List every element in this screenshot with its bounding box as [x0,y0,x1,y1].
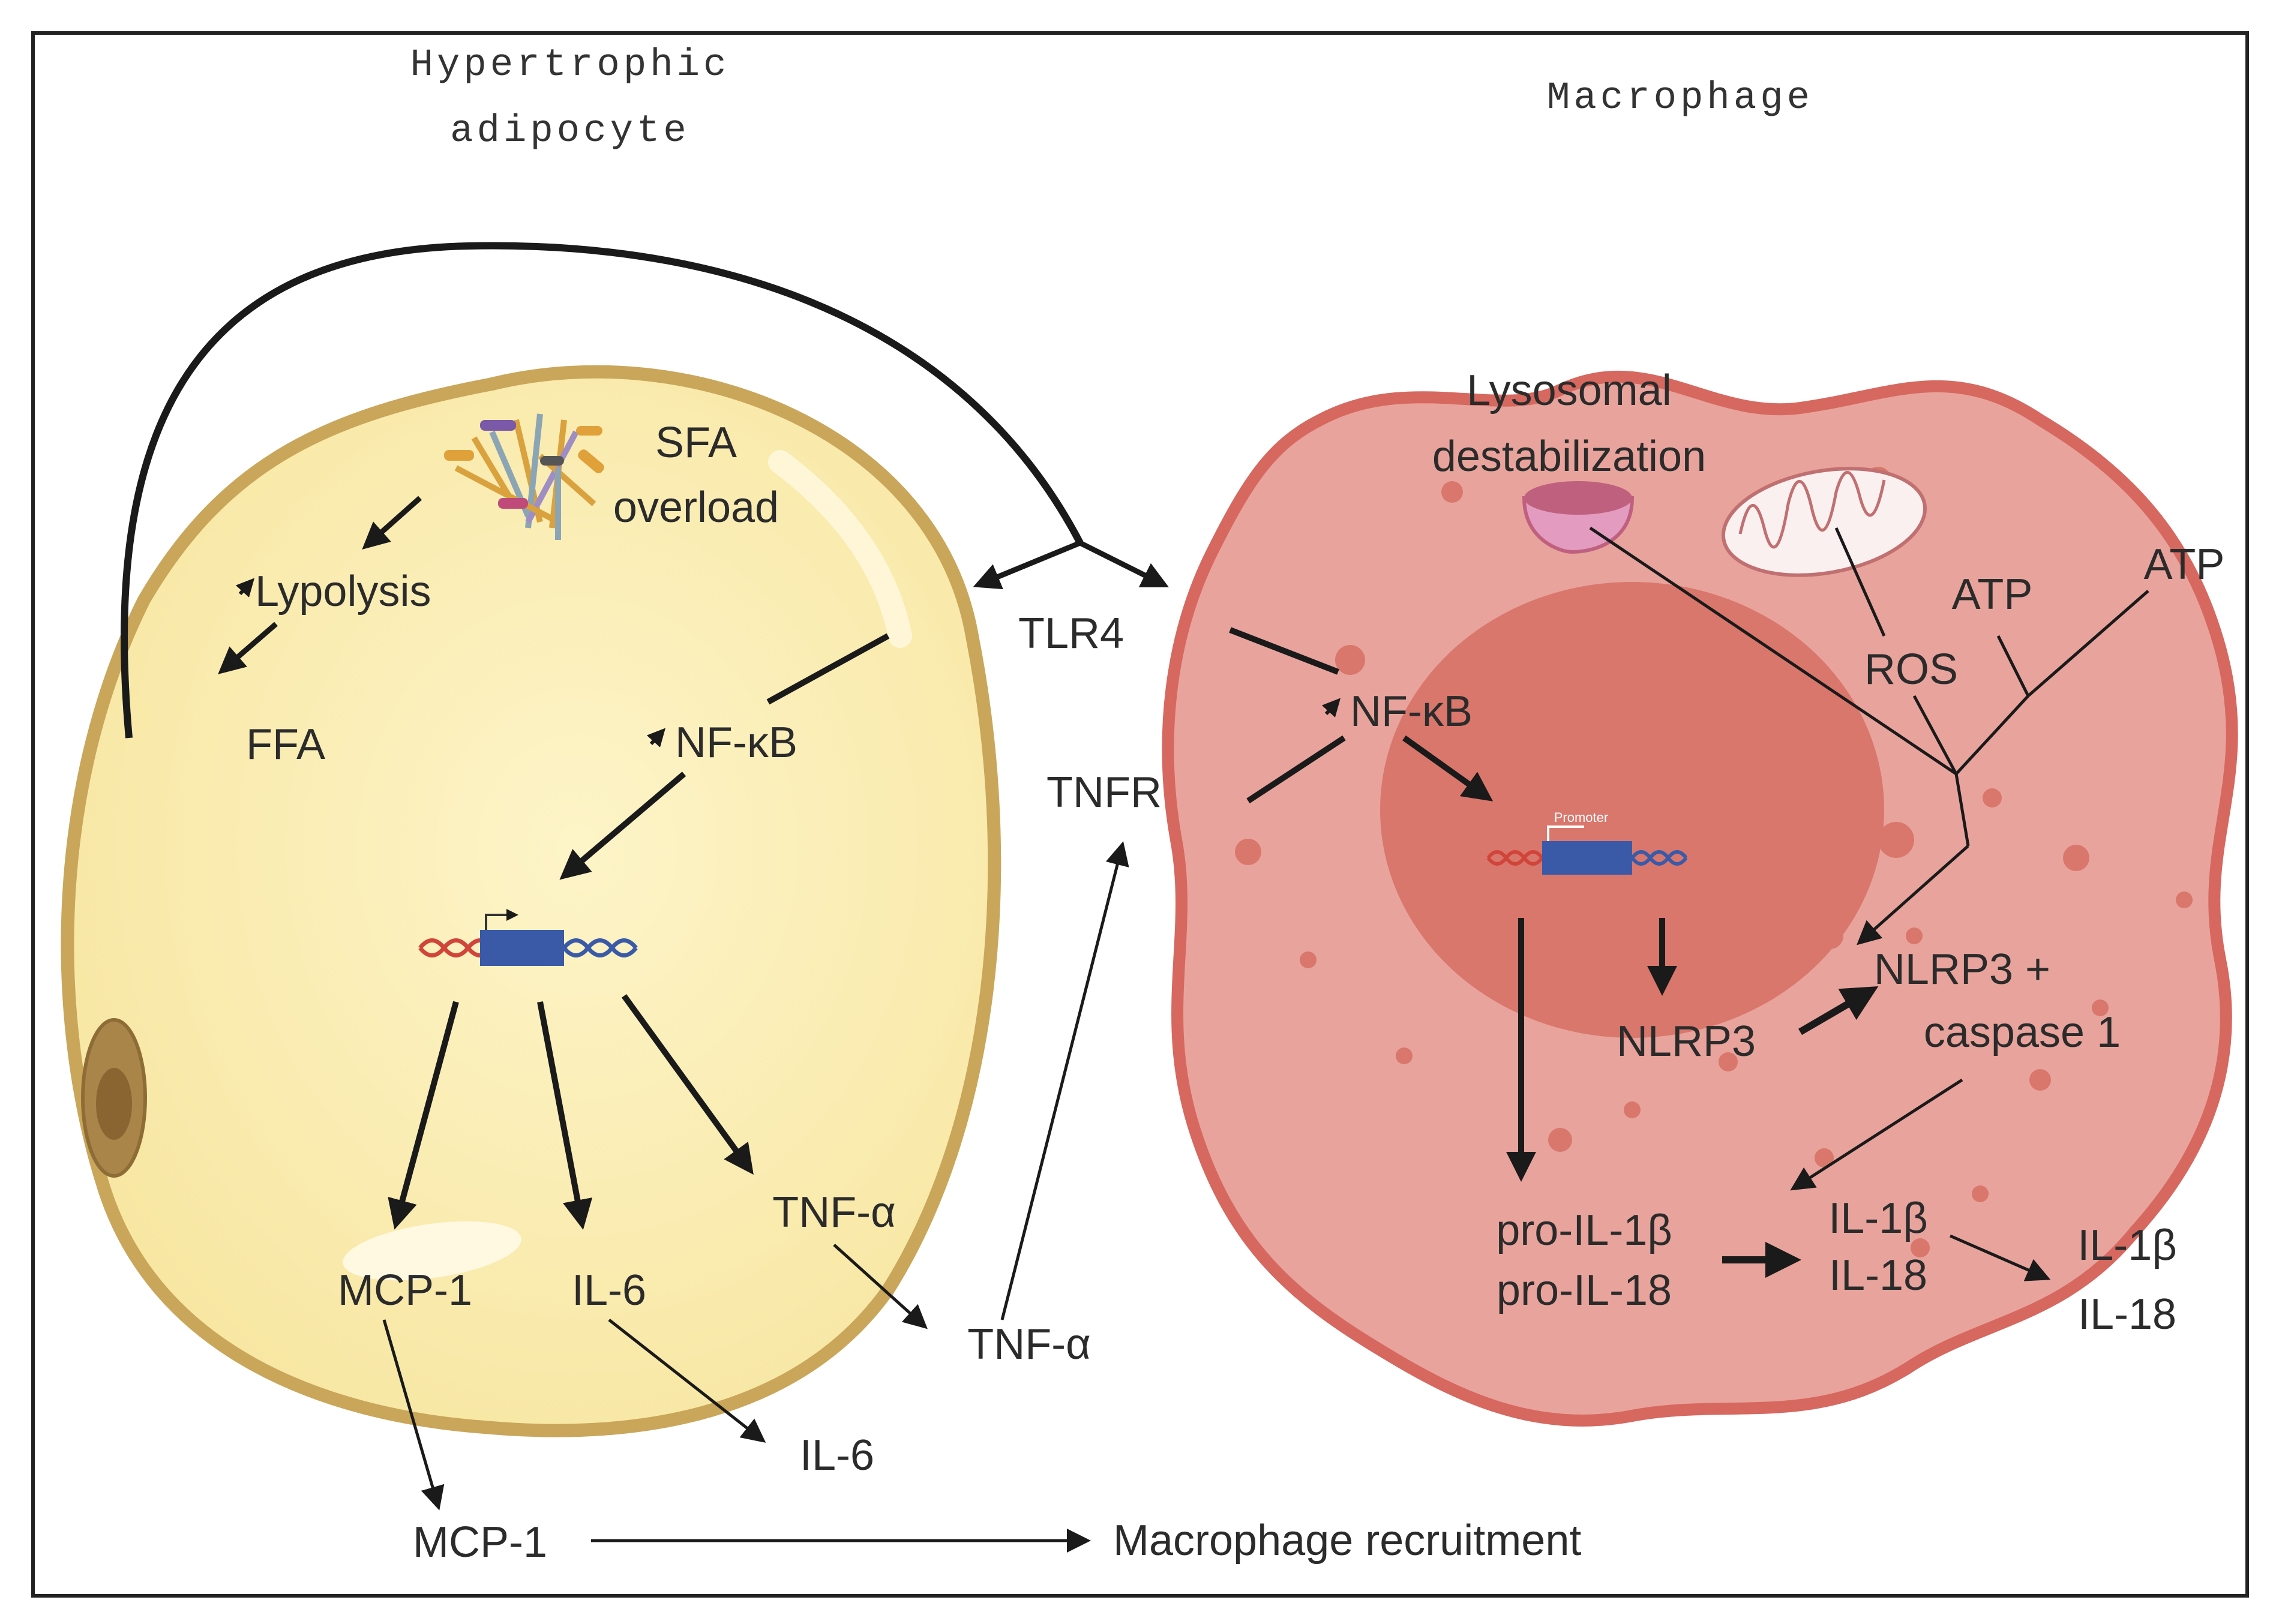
tlr4-label: TLR4 [1018,610,1124,658]
destabilization-label: destabilization [1432,433,1706,481]
dna-icon [418,909,638,966]
lypolysis-label: Lypolysis [255,568,431,616]
overload-label: overload [613,484,779,532]
figure-frame [31,31,2249,1598]
adipocyte-title-2: adipocyte [450,110,690,153]
arrow-to-tlr4-right [1078,540,1170,588]
tnfr-label: TNFR [1046,769,1162,816]
arrow-il-secretion [1949,1234,2051,1281]
adipocyte-nucleolus [96,1068,132,1140]
arrow-lypolysis-to-ffa [218,622,278,674]
saturated-fatty-acid-icon [444,413,604,540]
arc-ffa-to-tlr4 [121,242,1084,739]
arrow-mcp1-secretion [382,1319,445,1511]
pro-il1b-label: pro-IL-1β [1496,1206,1672,1254]
lysosome-icon [1522,481,1635,554]
pro-il18-label: pro-IL-18 [1497,1266,1672,1314]
tnfr-macrophage-receptor [1246,735,1346,804]
arrow-signals-to-complex [1857,845,1969,945]
arrow-complex-to-il [1790,1078,1963,1191]
ffa-label: FFA [246,721,325,769]
arrow-nlrp3-to-complex [1798,986,1879,1035]
arrow-to-tlr4-left [973,540,1081,590]
arrow-nfkb-to-dna [559,772,686,880]
complex-label-2: caspase 1 [1924,1008,2121,1056]
il18-inner-label: IL-18 [1829,1251,1927,1299]
increase-icon-2 [646,728,666,748]
increase-icon [235,578,255,598]
arrow-nfkb-to-macrophage-dna [1402,735,1494,802]
arrow-dna-to-il6 [537,1001,593,1230]
recruitment-label: Macrophage recruitment [1113,1517,1581,1565]
arrow-tnfa-to-tnfr [1000,841,1129,1320]
increase-icon-3 [1321,698,1341,718]
dna-icon-2 [1486,825,1688,875]
nlrp3-label: NLRP3 [1617,1017,1756,1065]
macrophage-nucleus [1380,582,1884,1038]
arrow-dna-to-mcp1 [388,1001,459,1230]
ros-label: ROS [1864,646,1958,694]
lysosomal-label: Lysosomal [1467,367,1671,415]
arrow-sfa-to-lypolysis [362,496,422,550]
tlr4-adipocyte-receptor [766,633,890,705]
activation-signals [1589,526,2149,846]
il1b-inner-label: IL-1β [1828,1194,1927,1242]
arrow-dna-to-tnfa [621,994,754,1175]
adipocyte-cell [61,365,1001,1437]
adipocyte-shine [768,450,912,648]
adipocyte-highlight [343,1221,521,1281]
sfa-label: SFA [655,419,737,467]
atp-inner-label: ATP [1952,571,2033,619]
atp-outer-label: ATP [2144,541,2225,589]
mitochondrion-icon [1721,467,1927,577]
promoter-label: Promoter [1554,810,1608,825]
arrow-il6-secretion [608,1319,766,1443]
il18-outer-label: IL-18 [2078,1290,2176,1338]
complex-label-1: NLRP3 + [1874,945,2050,993]
tlr4-macrophage-receptor [1229,627,1339,675]
tnfa-adipocyte-label: TNF-α [772,1188,896,1236]
mcp1-adipocyte-label: MCP-1 [338,1266,472,1314]
macrophage-title: Macrophage [1547,77,1813,120]
il6-secreted-label: IL-6 [800,1431,874,1479]
mcp1-secreted-label: MCP-1 [413,1518,547,1566]
il1b-outer-label: IL-1β [2077,1221,2176,1269]
adipocyte-title-1: Hypertrophic [410,44,730,87]
nfkb-macrophage-label: NF-κB [1350,688,1473,736]
nfkb-adipocyte-label: NF-κB [675,719,797,767]
arrow-tnfa-secretion [833,1244,928,1329]
tnfa-secreted-label: TNF-α [967,1320,1091,1368]
il6-adipocyte-label: IL-6 [572,1266,646,1314]
